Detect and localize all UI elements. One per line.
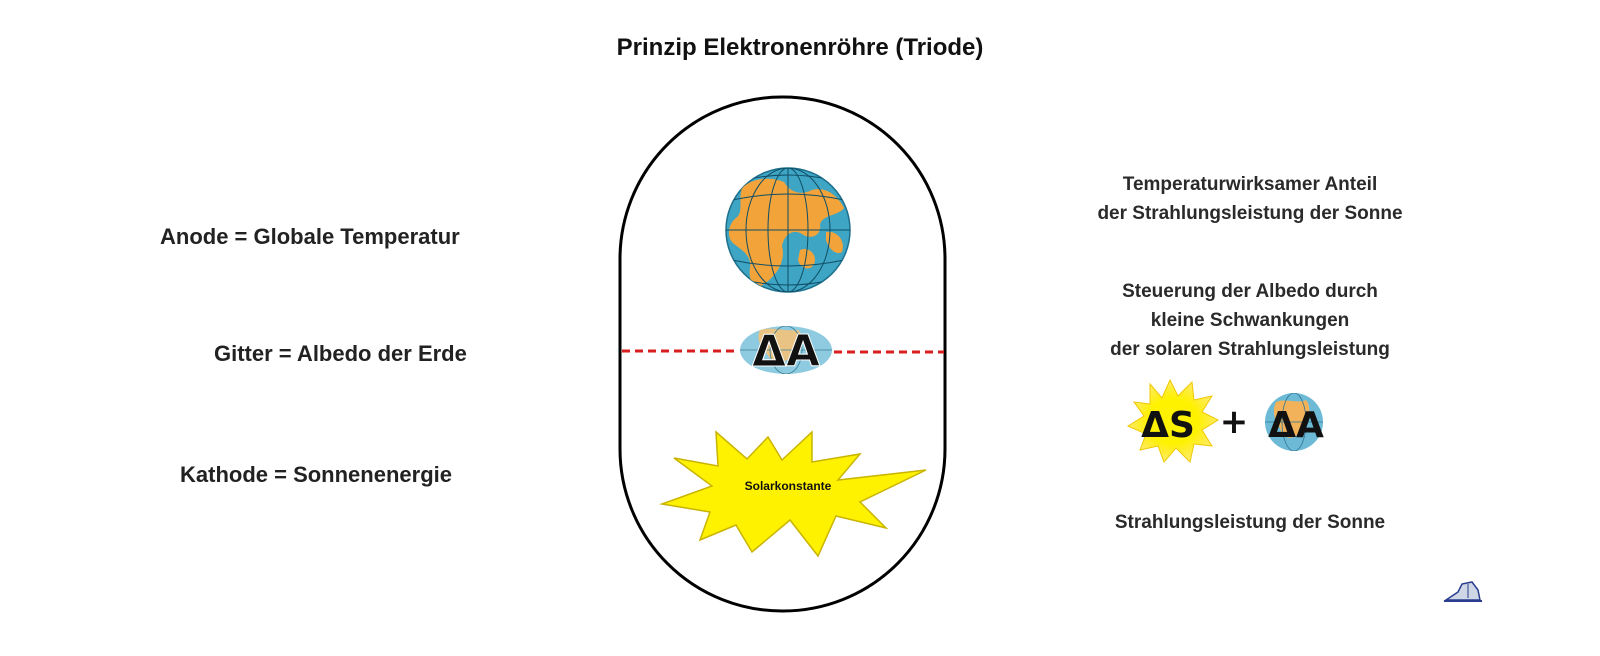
- albedo-globe-icon: [740, 326, 832, 374]
- label-anode: Anode = Globale Temperatur: [160, 224, 460, 249]
- label-gitter: Gitter = Albedo der Erde: [214, 341, 467, 366]
- formula-delta-s: ΔS: [1141, 405, 1195, 446]
- right-text-line: kleine Schwankungen: [1150, 310, 1350, 331]
- formula-delta-a: ΔA: [1268, 405, 1324, 446]
- grid-symbol: ΔA: [752, 326, 820, 377]
- right-text-line: Temperaturwirksamer Anteil: [1122, 174, 1378, 195]
- formula-sun-icon: [1126, 378, 1220, 463]
- page-title: Prinzip Elektronenröhre (Triode): [616, 34, 984, 61]
- formula-plus: +: [1220, 402, 1249, 442]
- tube-outline: [618, 95, 947, 613]
- earth-globe-icon: [725, 167, 851, 293]
- right-text-line: Steuerung der Albedo durch: [1122, 281, 1378, 302]
- right-text-solar-output: Strahlungsleistung der Sonne: [970, 508, 1530, 537]
- sun-star-icon: [659, 430, 927, 558]
- label-kathode: Kathode = Sonnenenergie: [180, 462, 452, 487]
- right-text-temperature: Temperaturwirksamer Anteil der Strahlung…: [970, 170, 1530, 228]
- sun-label: Solarkonstante: [745, 479, 832, 493]
- right-text-line: der Strahlungsleistung der Sonne: [1097, 203, 1403, 224]
- right-text-albedo-control: Steuerung der Albedo durch kleine Schwan…: [970, 277, 1530, 364]
- logo-icon: [1443, 581, 1482, 602]
- formula-globe-icon: [1265, 393, 1323, 451]
- right-text-line: Strahlungsleistung der Sonne: [1114, 512, 1386, 533]
- right-text-line: der solaren Strahlungsleistung: [1110, 339, 1390, 360]
